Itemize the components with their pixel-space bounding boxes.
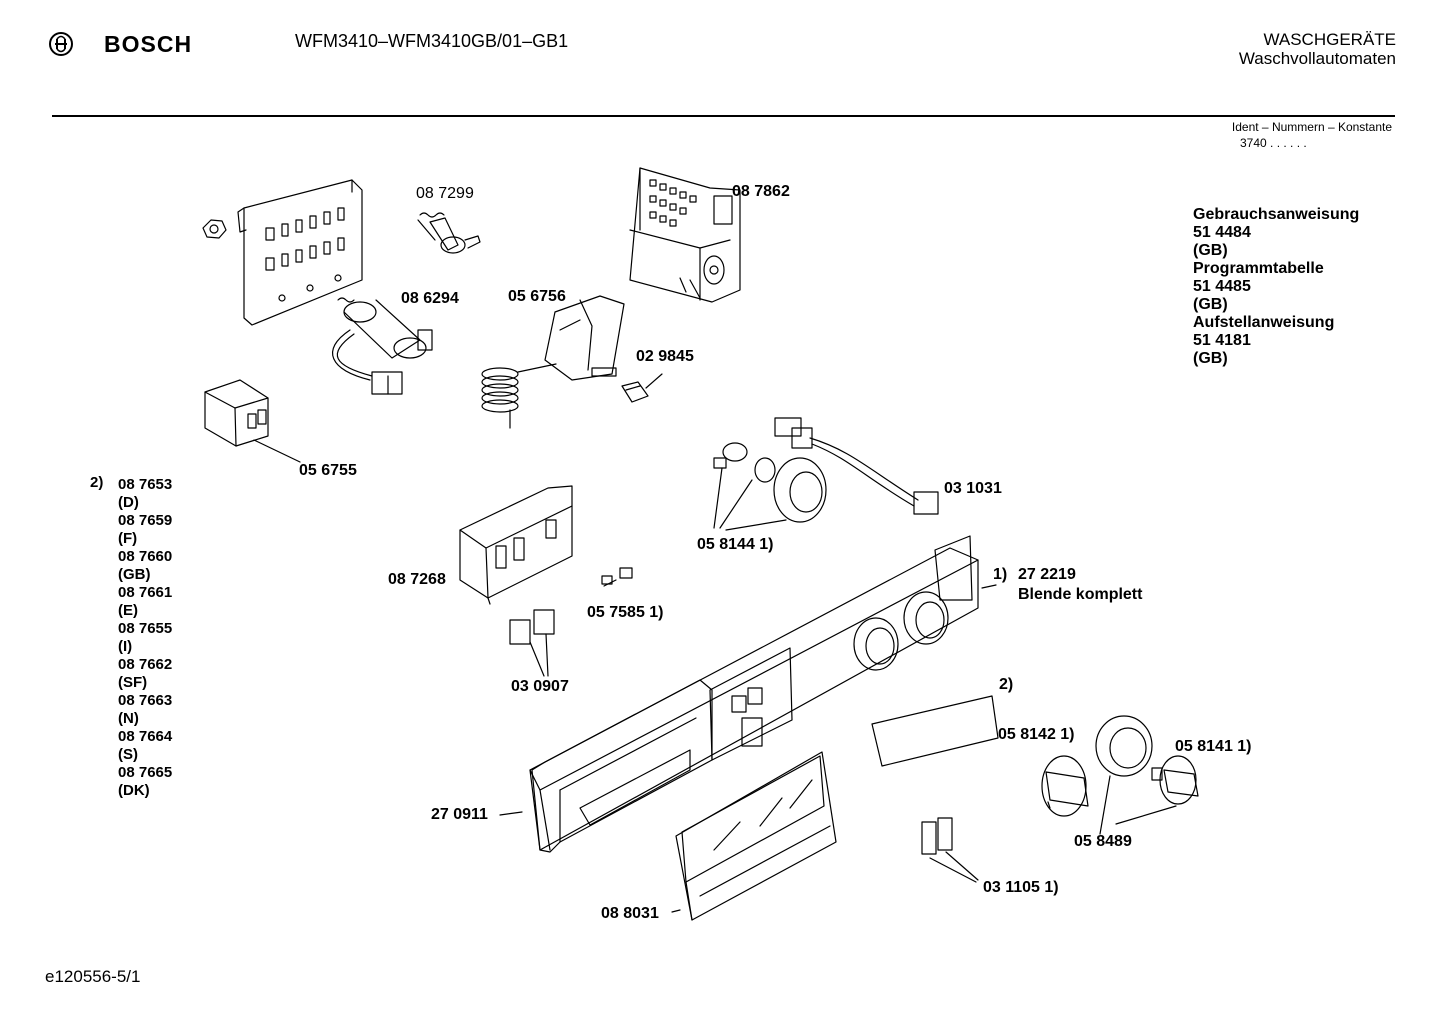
bosch-logo-icon bbox=[48, 31, 74, 57]
part-label-086294: 08 6294 bbox=[401, 290, 459, 307]
ident-label: Ident – Nummern – Konstante bbox=[1231, 120, 1392, 134]
control-panel-fascia-icon bbox=[530, 536, 978, 850]
variant-line: (SF) bbox=[118, 674, 148, 691]
part-label-056756: 05 6756 bbox=[508, 288, 566, 305]
part-label-087299: 08 7299 bbox=[416, 185, 474, 202]
variant-line: (F) bbox=[118, 530, 138, 547]
detergent-drawer-panel-icon bbox=[500, 680, 712, 852]
drawing-code: e120556-5/1 bbox=[45, 967, 141, 986]
doc-line: Programmtabelle bbox=[1193, 260, 1324, 277]
doc-line: (GB) bbox=[1193, 242, 1228, 259]
control-knob-icon bbox=[1042, 756, 1088, 816]
variant-line: 08 7665 bbox=[118, 764, 173, 781]
control-module-icon bbox=[460, 486, 572, 604]
variant-line: 08 7662 bbox=[118, 656, 173, 673]
model-number: WFM3410–WFM3410GB/01–GB1 bbox=[295, 31, 569, 51]
switch-contact-icon bbox=[602, 568, 632, 586]
variant-line: 08 7664 bbox=[118, 728, 173, 745]
pushbutton-pair-icon bbox=[922, 818, 978, 882]
variant-line: (GB) bbox=[118, 566, 151, 583]
capacitor-part-icon bbox=[333, 298, 432, 394]
part-label-031031: 03 1031 bbox=[944, 480, 1002, 497]
variant-line: (D) bbox=[118, 494, 139, 511]
doc-line: (GB) bbox=[1193, 350, 1228, 367]
part-label-058144: 05 8144 1) bbox=[697, 536, 774, 553]
part-label-272219: 27 2219 bbox=[1018, 566, 1076, 583]
connector-plug-icon bbox=[622, 374, 662, 402]
part-label-029845: 02 9845 bbox=[636, 348, 694, 365]
choke-coil-part-icon bbox=[205, 380, 300, 462]
part-label-087268: 08 7268 bbox=[388, 571, 446, 588]
variant-line: 08 7660 bbox=[118, 548, 173, 565]
cable-harness-icon bbox=[775, 418, 938, 514]
suppressor-part-icon bbox=[418, 213, 480, 253]
control-knob-small-icon bbox=[1116, 756, 1198, 824]
part-label-058489: 05 8489 bbox=[1074, 833, 1132, 850]
part-label-058142: 05 8142 1) bbox=[998, 726, 1075, 743]
header-rule bbox=[52, 115, 1395, 117]
variant-line: (DK) bbox=[118, 782, 150, 799]
variant-list: 08 7653 (D) 08 7659 (F) 08 7660 (GB) 08 … bbox=[118, 476, 172, 800]
variant-line: 08 7661 bbox=[118, 584, 173, 601]
part-label-087862: 08 7862 bbox=[732, 183, 790, 200]
category-line-2: Waschvollautomaten bbox=[1238, 49, 1396, 68]
variant-line: (I) bbox=[118, 638, 133, 655]
doc-line: 51 4484 bbox=[1193, 224, 1251, 241]
variant-line: (S) bbox=[118, 746, 138, 763]
brand-name: BOSCH bbox=[104, 31, 193, 57]
doc-line: (GB) bbox=[1193, 296, 1228, 313]
part-label-272219-marker: 1) bbox=[993, 566, 1008, 583]
part-label-058141: 05 8141 1) bbox=[1175, 738, 1252, 755]
variant-line: 08 7653 bbox=[118, 476, 173, 493]
category-title: WASCHGERÄTE Waschvollautomaten bbox=[1239, 30, 1396, 68]
variant-line: (E) bbox=[118, 602, 138, 619]
part-label-030907: 03 0907 bbox=[511, 678, 569, 695]
doc-line: Aufstellanweisung bbox=[1193, 314, 1335, 331]
lamp-holder-part-icon bbox=[714, 443, 826, 530]
document-list: Gebrauchsanweisung 51 4484 (GB) Programm… bbox=[1193, 206, 1359, 368]
variant-line: 08 7659 bbox=[118, 512, 173, 529]
knob-ring-icon bbox=[1096, 716, 1152, 834]
part-label-031105: 03 1105 1) bbox=[983, 879, 1059, 896]
nut-part-icon bbox=[203, 220, 226, 238]
category-line-1: WASCHGERÄTE bbox=[1263, 30, 1396, 49]
part-label-270911: 27 0911 bbox=[431, 806, 488, 823]
timer-part-icon bbox=[630, 168, 740, 302]
part-label-057585: 05 7585 1) bbox=[587, 604, 664, 621]
part-label-272219-description: Blende komplett bbox=[1018, 586, 1143, 603]
doc-line: 51 4181 bbox=[1193, 332, 1251, 349]
doc-line: Gebrauchsanweisung bbox=[1193, 206, 1360, 223]
variant-marker: 2) bbox=[90, 474, 104, 491]
part-label-056755: 05 6755 bbox=[299, 462, 357, 479]
variant-line: 08 7655 bbox=[118, 620, 173, 637]
variant-line: (N) bbox=[118, 710, 139, 727]
mounting-bracket-icon bbox=[238, 180, 362, 325]
ident-value: 3740 . . . . . . bbox=[1240, 136, 1307, 150]
doc-line: 51 4485 bbox=[1193, 278, 1251, 295]
variant-line: 08 7663 bbox=[118, 692, 173, 709]
pressure-switch-part-icon bbox=[482, 296, 624, 428]
pushbutton-part-icon bbox=[510, 610, 554, 676]
part-label-088031: 08 8031 bbox=[601, 905, 659, 922]
program-label-strip-icon bbox=[872, 696, 998, 766]
part-label-marker-2: 2) bbox=[999, 676, 1014, 693]
drawer-handle-cover-icon bbox=[672, 752, 836, 920]
